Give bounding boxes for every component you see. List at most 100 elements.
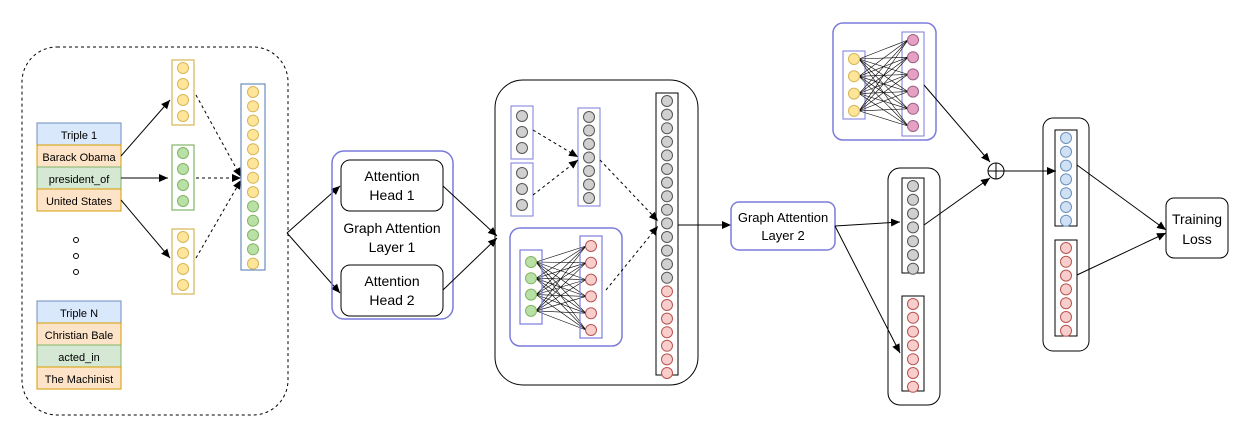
concat-output-node-10 [661, 217, 673, 230]
arrow-head-to-yellow [120, 99, 171, 157]
initial-transform-edge-45 [858, 91, 909, 112]
concat-vector-node-10 [247, 214, 259, 227]
initial-output-node-5 [907, 102, 919, 115]
attention-output-block [494, 79, 699, 386]
arrow-concat-to-head1 [286, 185, 341, 234]
final-entity-node-2 [1060, 145, 1072, 158]
neighbor-group-bottom-node-3 [516, 199, 528, 211]
attention-head-1-line2: Head 1 [369, 187, 414, 203]
triple-n-tail-cell [36, 366, 122, 390]
concat-output-node-2 [661, 108, 673, 121]
head-embedding-frame [171, 59, 195, 126]
concat-vector-node-4 [247, 128, 259, 141]
arrow-entity-to-plus [923, 177, 991, 226]
final-relation-node-5 [1060, 297, 1072, 310]
rel-transform-edge-0 [535, 245, 587, 263]
ellipsis-dot-1 [73, 237, 79, 243]
initial-transform-edge-47 [858, 110, 909, 127]
initial-input-node-1 [848, 53, 860, 65]
concat-output-node-4 [661, 135, 673, 148]
arrow-gat2-to-entity [834, 218, 901, 227]
final-relation-node-6 [1060, 311, 1072, 323]
attention-head-2-line1: Attention [364, 273, 419, 289]
attention-head-2 [340, 264, 444, 317]
concat-output-node-7 [661, 176, 673, 189]
initial-transform-edge-36 [858, 39, 909, 94]
concat-output-node-11 [661, 231, 673, 243]
gat-layer-1 [331, 150, 454, 320]
neighbor-group-bottom-node-2 [516, 183, 528, 195]
rel-transform-input-node-3 [525, 288, 537, 301]
aggregated-vector-node-2 [583, 124, 595, 137]
tail-embedding-node-2 [177, 247, 189, 259]
concat-output-node-8 [661, 190, 673, 203]
final-relation-node-7 [1060, 324, 1072, 337]
relation-output-node-4 [907, 339, 919, 352]
initial-output-node-6 [907, 120, 919, 132]
attention-head-1-line1: Attention [364, 168, 419, 184]
dashed-agg-4 [605, 225, 659, 291]
aggregated-vector-frame [577, 107, 601, 207]
relation-embedding-node-1 [177, 147, 189, 159]
entity-output-node-6 [907, 249, 919, 261]
rel-transform-edge-6 [535, 245, 587, 279]
final-entity-node-5 [1060, 187, 1072, 200]
attention-head-1 [340, 159, 444, 212]
arrow-initial-to-plus [923, 84, 991, 163]
rel-transform-edge-20 [535, 279, 587, 312]
relation-embedding-node-2 [177, 163, 189, 175]
entity-output-node-5 [907, 235, 919, 248]
neighbor-groups-frame-bottom [510, 162, 534, 217]
rel-transform-edge-12 [535, 245, 587, 295]
tail-embedding-node-4 [177, 279, 189, 291]
concat-vector-node-7 [247, 171, 259, 184]
neighbor-groups-frame-top [510, 105, 534, 160]
neural-connection-lines [535, 39, 909, 331]
aggregated-vector-node-3 [583, 138, 595, 150]
final-entity-node-7 [1060, 214, 1072, 227]
final-relation-node-4 [1060, 283, 1072, 296]
triple-1-relation: president_of [49, 174, 110, 186]
entity-output-node-1 [907, 180, 919, 192]
rel-transform-input-frame [519, 249, 543, 325]
rel-transform-output-node-3 [585, 273, 597, 286]
aggregated-vector-node-4 [583, 151, 595, 164]
triple-n-relation: acted_in [58, 352, 100, 364]
relation-output-node-2 [907, 311, 919, 324]
relation-transform-frame [509, 227, 623, 347]
gat-layer-1-line2: Layer 1 [369, 239, 416, 255]
attention-head-2-line2: Head 2 [369, 292, 414, 308]
training-loss-box [1165, 197, 1229, 259]
aggregated-vector-node-5 [583, 165, 595, 177]
rel-transform-output-node-4 [585, 290, 597, 303]
rel-transform-output-node-5 [585, 307, 597, 320]
initial-transform-edge-46 [858, 108, 909, 112]
neuron-nodes [171, 34, 1072, 393]
relation-output-node-5 [907, 353, 919, 366]
entity-output-node-3 [907, 207, 919, 220]
relation-embedding-frame [171, 144, 195, 211]
concat-output-node-1 [661, 95, 673, 107]
rel-transform-output-node-1 [585, 240, 597, 252]
concat-output-node-12 [661, 244, 673, 257]
rel-transform-edge-23 [535, 310, 587, 331]
rel-transform-output-frame [579, 235, 603, 339]
neighbor-group-top-node-1 [516, 110, 528, 122]
tail-embedding-node-3 [177, 263, 189, 275]
rel-transform-input-node-4 [525, 304, 537, 317]
initial-transform-edge-44 [858, 74, 909, 112]
rel-transform-input-node-1 [525, 256, 537, 268]
arrow-entity-to-loss [1076, 164, 1167, 231]
addition-operator-icon [987, 162, 1005, 180]
training-loss-line1: Training [1172, 211, 1222, 227]
initial-output-node-2 [907, 51, 919, 64]
training-loss-line2: Loss [1182, 231, 1212, 247]
initial-input-node-3 [848, 87, 860, 100]
rel-transform-edge-21 [535, 296, 587, 312]
concat-output-node-15 [661, 285, 673, 298]
concat-output-node-6 [661, 163, 673, 175]
gat-layer-2-line1: Graph Attention [738, 210, 828, 225]
initial-output-node-3 [907, 68, 919, 81]
initial-transform-edge-43 [858, 56, 909, 112]
